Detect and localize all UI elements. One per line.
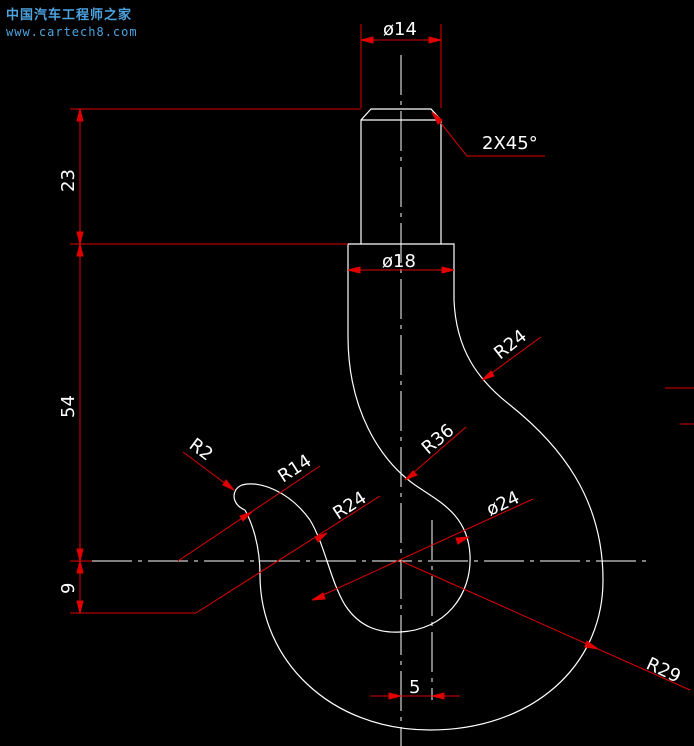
label-neck-dia: ø18 xyxy=(382,251,416,272)
dimension-lines xyxy=(70,24,694,700)
center-lines xyxy=(92,55,648,746)
label-chamfer: 2X45° xyxy=(482,133,538,154)
shank-outline xyxy=(360,108,442,244)
label-body-length: 54 xyxy=(58,395,79,418)
neck-collar xyxy=(347,243,455,336)
label-offset5: 5 xyxy=(409,677,420,698)
watermark-title: 中国汽车工程师之家 xyxy=(6,8,133,23)
hook-outline xyxy=(233,108,604,731)
watermark-url: www.cartech8.com xyxy=(6,25,138,39)
inner-contour xyxy=(309,335,471,633)
label-shank-dia: ø14 xyxy=(383,19,417,40)
label-offset: 9 xyxy=(58,583,79,594)
hook-tip xyxy=(233,483,311,521)
outer-back-contour xyxy=(244,299,604,731)
label-shank-length: 23 xyxy=(58,169,79,192)
watermark: 中国汽车工程师之家 www.cartech8.com xyxy=(6,4,138,39)
